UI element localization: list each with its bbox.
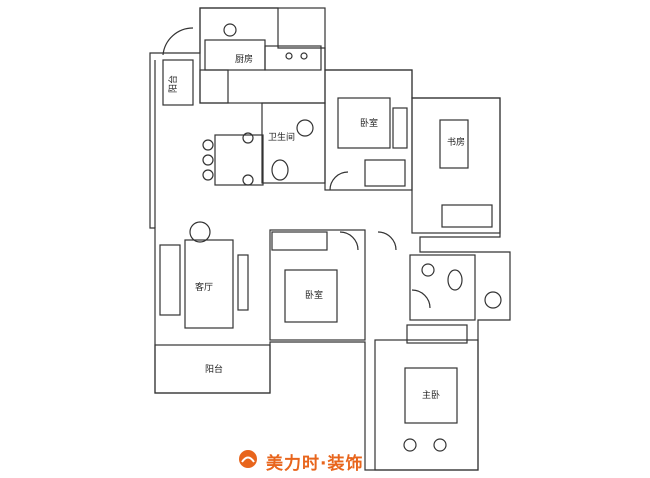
tv-cabinet — [237, 254, 249, 311]
outer-wall — [149, 7, 511, 471]
room-label-bedroom-b: 卧室 — [305, 289, 323, 301]
piano — [441, 204, 493, 228]
study-desk — [439, 119, 469, 169]
sofa — [159, 244, 181, 316]
room-label-bathroom-a: 卫生间 — [268, 131, 295, 143]
coffee-table — [184, 239, 234, 329]
bedroom-c-outline — [374, 339, 479, 471]
room-label-living: 客厅 — [195, 281, 213, 293]
room-label-bedroom-c: 主卧 — [422, 389, 440, 401]
bed-c — [404, 367, 458, 424]
balcony-left-outline — [162, 59, 194, 106]
bed-a — [337, 97, 391, 149]
kitchen-outline — [199, 7, 326, 104]
toilet — [271, 159, 289, 181]
bedroom-b-outline — [269, 229, 366, 341]
shower-drain — [296, 119, 314, 137]
room-label-balcony-left: 阳台 — [167, 75, 179, 93]
room-label-balcony-bottom: 阳台 — [205, 363, 223, 375]
brand-name: 美力时·装饰 — [266, 454, 364, 474]
bed-b — [284, 269, 338, 323]
brand-logo-icon — [239, 450, 257, 468]
room-label-study: 书房 — [447, 136, 465, 148]
room-label-kitchen: 厨房 — [235, 53, 253, 65]
dining-table — [214, 134, 264, 186]
balcony-bottom-outline — [154, 344, 271, 394]
bathroom-b-outline — [409, 254, 476, 321]
stove — [264, 45, 322, 71]
room-label-bedroom-a: 卧室 — [360, 117, 378, 129]
study-outline — [411, 97, 501, 234]
armchair — [189, 221, 211, 243]
